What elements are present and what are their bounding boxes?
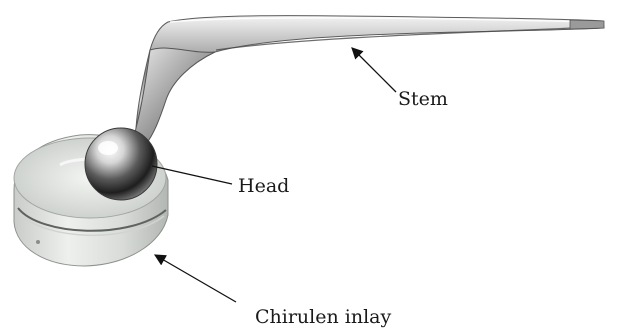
head-shape <box>85 128 157 200</box>
inlay-leader-arrow <box>155 255 236 302</box>
head-label: Head <box>238 175 289 197</box>
stem-leader-arrow <box>352 48 396 92</box>
stem-shape <box>136 16 604 129</box>
stem-label: Stem <box>398 88 448 110</box>
inlay-label: Chirulen inlay <box>255 306 391 328</box>
